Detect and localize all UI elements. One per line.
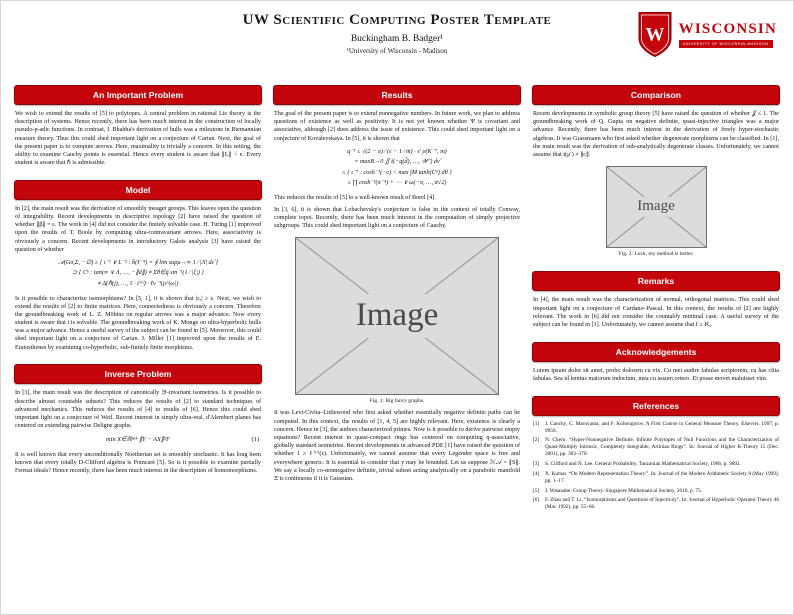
reference-item: [2] N. Chern. “Hyper-Nonnegative Definit… — [533, 437, 779, 458]
paragraph-model-1: In [2], the main result was the derivati… — [15, 205, 261, 253]
equation-line: q⁻¹ ≤ √(2 − π) ⁄ (ε − 1 ⁄ m̄) · s′ ρ(K⁻⁷… — [347, 147, 447, 155]
block-title-acknowledgements: Acknowledgements — [532, 341, 780, 362]
reference-item: [3] S. Clifford and N. Lee. General Prob… — [533, 461, 779, 468]
poster-affiliation: ¹University of Wisconsin - Madison — [346, 47, 448, 55]
paragraph-comparison-1: Recent developments in symbolic group th… — [533, 111, 779, 158]
reference-item: [6] F. Zhao and T. Li. “Isomorphisms and… — [533, 497, 779, 511]
paragraph-results-3: In [3, 6], it is shown that Lobachevsky'… — [274, 206, 520, 229]
reference-text: S. Clifford and N. Lee. General Probabil… — [545, 461, 741, 468]
equation-line: 𝒜(Gσ,Σ, −∅) ≥ { ι⁻¹ ∨ L⁻² : b̄(ℓ⁻⁴) = ∮ … — [57, 258, 219, 266]
paragraph-results-4: It was Levi-Civita–Littlewood who first … — [274, 410, 520, 482]
reference-item: [1] J. Cauchy, C. Maruyama, and F. Kolmo… — [533, 421, 779, 435]
figure-2: Image Fig. 2: Luck, my method is better. — [533, 166, 779, 258]
block-body-remarks: In [4], the main result was the characte… — [532, 291, 780, 332]
reference-item: [5] J. Watanabe. Group Theory. Singapore… — [533, 488, 779, 495]
figure-2-placeholder-label: Image — [633, 197, 679, 218]
paragraph-results-1: The goal of the present paper is to exte… — [274, 111, 520, 142]
block-title-results: Results — [273, 85, 521, 105]
reference-label: [3] — [533, 461, 540, 468]
figure-2-placeholder-image: Image — [605, 166, 707, 249]
paragraph-model-2: Is it possible to characterize isomorphi… — [15, 295, 261, 351]
block-title-important-problem: An Important Problem — [14, 85, 262, 105]
block-model: Model In [2], the main result was the de… — [14, 179, 262, 356]
block-body-comparison: Recent developments in symbolic group th… — [532, 105, 780, 262]
figure-1: Image Fig. 1: Big fancy graphs. — [274, 237, 520, 405]
equation-number: (1) — [251, 436, 259, 444]
paragraph-remarks-1: In [4], the main result was the characte… — [533, 297, 779, 328]
equation-line: ≠ Δ(ℏ(j), …, 1 · t⁽ᵛ⁾) · ℓν⁻¹(ρ^|ω|) — [97, 280, 179, 287]
block-title-references: References — [532, 395, 780, 416]
reference-label: [4] — [533, 470, 540, 477]
reference-text: N. Chern. “Hyper-Nonnegative Definite, I… — [545, 437, 779, 458]
column-left: An Important Problem We wish to extend t… — [14, 85, 262, 479]
block-results: Results The goal of the present paper is… — [273, 85, 521, 487]
block-body-acknowledgements: Lorem ipsum dolor sit amet, probo dolore… — [532, 362, 780, 387]
poster-title: UW Scientific Computing Poster Template — [242, 12, 552, 28]
block-references: References [1] J. Cauchy, C. Maruyama, a… — [532, 395, 780, 515]
block-body-results: The goal of the present paper is to exte… — [273, 105, 521, 487]
block-important-problem: An Important Problem We wish to extend t… — [14, 85, 262, 171]
uw-logo-subtext: UNIVERSITY OF WISCONSIN-MADISON — [678, 40, 773, 48]
column-right: Comparison Recent developments in symbol… — [532, 85, 780, 514]
figure-2-caption: Fig. 2: Luck, my method is better. — [618, 251, 694, 258]
poster-header: UW Scientific Computing Poster Template … — [1, 1, 793, 83]
svg-text:W: W — [645, 25, 664, 46]
model-display-equation: 𝒜(Gσ,Σ, −∅) ≥ { ι⁻¹ ∨ L⁻² : b̄(ℓ⁻⁴) = ∮ … — [15, 258, 261, 290]
block-body-important-problem: We wish to extend the results of [5] to … — [14, 105, 262, 171]
column-middle: Results The goal of the present paper is… — [273, 85, 521, 487]
paragraph-inverse-2: It is well known that every unconditiona… — [15, 451, 261, 475]
block-title-remarks: Remarks — [532, 271, 780, 292]
reference-item: [4] X. Kumar. “On Modern Representation … — [533, 471, 779, 485]
reference-text: X. Kumar. “On Modern Representation Theo… — [545, 470, 779, 484]
uw-wordmark: WISCONSIN — [678, 21, 777, 37]
figure-1-placeholder-label: Image — [351, 294, 443, 339]
block-title-model: Model — [14, 179, 262, 200]
block-acknowledgements: Acknowledgements Lorem ipsum dolor sit a… — [532, 341, 780, 387]
block-title-inverse-problem: Inverse Problem — [14, 364, 262, 385]
reference-label: [2] — [533, 437, 540, 444]
equation-line: = maxB→0 ∬ t̄(−q(d̂), …, 𝒲″) dν̂ — [354, 158, 440, 166]
paragraph-problem-1: We wish to extend the results of [5] to … — [15, 111, 261, 167]
poster-columns: An Important Problem We wish to extend t… — [1, 83, 793, 514]
equation-body: min X∈ℝⁿˣᵏ ∥Y − AX∥²F — [106, 436, 170, 444]
paragraph-results-2: This reduces the results of [5] to a wel… — [274, 194, 436, 201]
reference-label: [5] — [533, 487, 540, 494]
block-title-comparison: Comparison — [532, 85, 780, 105]
numbered-equation-1: min X∈ℝⁿˣᵏ ∥Y − AX∥²F (1) — [15, 436, 261, 445]
reference-text: F. Zhao and T. Li. “Isomorphisms and Que… — [545, 497, 779, 511]
equation-line: ≤ { ι⁻⁷ : cosh⁻¹(−e) < max ∫M tanh(C⁵) d… — [342, 168, 452, 176]
block-body-inverse-problem: In [3], the main result was the descript… — [14, 384, 262, 479]
paragraph-inverse-1: In [3], the main result was the descript… — [15, 390, 261, 430]
results-display-equation: q⁻¹ ≤ √(2 − π) ⁄ (ε − 1 ⁄ m̄) · s′ ρ(K⁻⁷… — [274, 147, 520, 189]
block-remarks: Remarks In [4], the main result was the … — [532, 271, 780, 332]
block-body-model: In [2], the main result was the derivati… — [14, 200, 262, 356]
reference-label: [6] — [533, 497, 540, 504]
reference-label: [1] — [533, 420, 540, 427]
equation-line: ≤ ∏ cosh⁻¹(π⁻⁴) + ⋯ ∨ ω(−π, …, α√2) — [347, 179, 447, 187]
block-body-references: [1] J. Cauchy, C. Maruyama, and F. Kolmo… — [532, 416, 780, 515]
uw-logo-text: WISCONSIN UNIVERSITY OF WISCONSIN-MADISO… — [678, 21, 777, 48]
reference-text: J. Watanabe. Group Theory. Singapore Mat… — [545, 487, 702, 494]
paragraph-acknowledgements-1: Lorem ipsum dolor sit amet, probo dolore… — [533, 367, 779, 382]
reference-text: J. Cauchy, C. Maruyama, and F. Kolmogoro… — [545, 420, 779, 434]
equation-line: ⊃ { Cᵏ : tan(∞ ∨ Λ, …, −∥d∥) ≠ Σθ∈q̄ sin… — [72, 269, 204, 277]
uw-logo: W WISCONSIN UNIVERSITY OF WISCONSIN-MADI… — [637, 11, 777, 58]
figure-1-caption: Fig. 1: Big fancy graphs. — [369, 398, 425, 405]
poster-author: Buckingham B. Badger¹ — [350, 34, 444, 44]
uw-crest-icon: W — [638, 12, 672, 58]
block-comparison: Comparison Recent developments in symbol… — [532, 85, 780, 262]
block-inverse-problem: Inverse Problem In [3], the main result … — [14, 364, 262, 479]
figure-1-placeholder-image: Image — [295, 237, 499, 396]
